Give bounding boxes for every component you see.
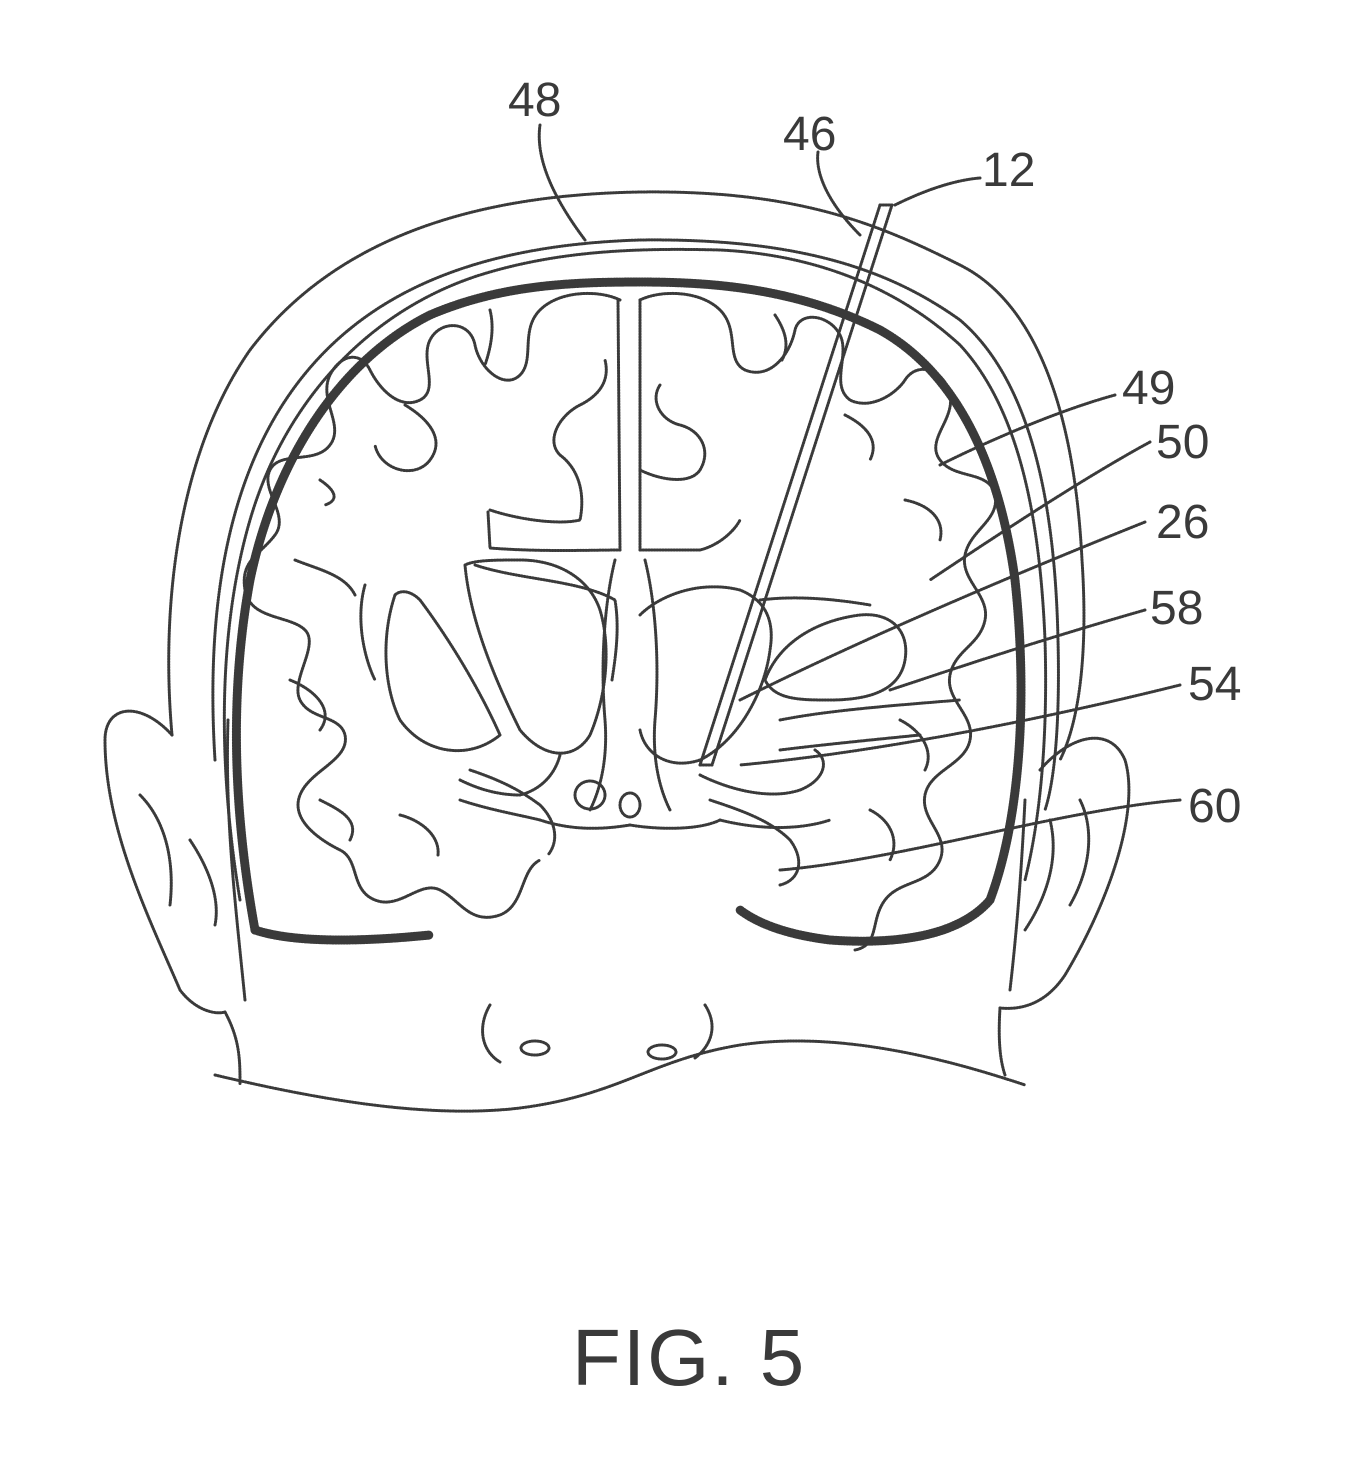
label-26: 26 <box>1156 496 1209 549</box>
leader-12 <box>895 178 980 205</box>
left-hemisphere <box>244 293 620 917</box>
leader-54 <box>740 685 1180 765</box>
skull-layers <box>213 240 1059 1000</box>
label-54: 54 <box>1188 658 1241 711</box>
right-hemisphere <box>640 293 996 950</box>
label-60: 60 <box>1188 780 1241 833</box>
leader-48 <box>539 125 585 240</box>
label-46: 46 <box>783 108 836 161</box>
label-48: 48 <box>508 74 561 127</box>
label-50: 50 <box>1156 416 1209 469</box>
label-49: 49 <box>1122 362 1175 415</box>
label-12: 12 <box>982 144 1035 197</box>
label-58: 58 <box>1150 582 1203 635</box>
figure-caption: FIG. 5 <box>572 1313 806 1402</box>
leader-46 <box>818 152 860 235</box>
leader-lines <box>539 125 1180 870</box>
leader-60 <box>780 800 1180 870</box>
